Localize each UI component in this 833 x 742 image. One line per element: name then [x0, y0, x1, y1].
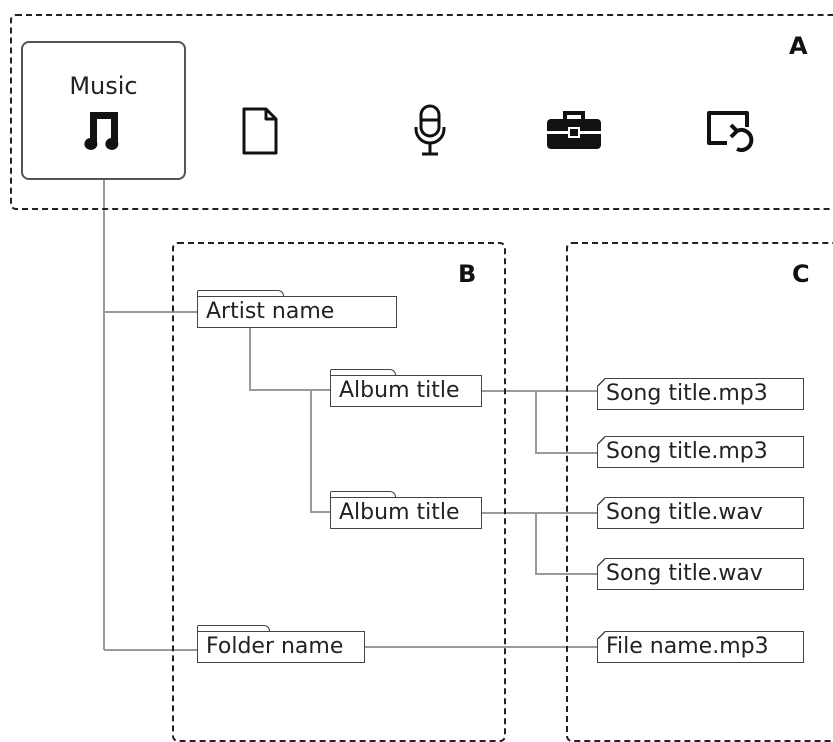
file-song-3[interactable]: Song title.wav: [596, 496, 804, 529]
file-corner-icon: [596, 435, 605, 444]
folder-tab: [329, 369, 396, 375]
file-corner-icon: [596, 557, 605, 566]
folder-album-title-2-label: Album title: [339, 500, 460, 525]
file-corner-icon: [596, 377, 605, 386]
toolbox-icon: [544, 109, 604, 153]
folder-artist-name[interactable]: Artist name: [196, 290, 397, 328]
folder-folder-name[interactable]: Folder name: [196, 625, 365, 663]
tab-music[interactable]: Music: [21, 41, 186, 180]
file-folder-file[interactable]: File name.mp3: [596, 630, 804, 663]
folder-album-title-1-label: Album title: [339, 378, 460, 403]
folder-album-title-1[interactable]: Album title: [329, 369, 482, 407]
tab-toolbox[interactable]: [542, 101, 606, 161]
folder-tab: [196, 290, 284, 296]
file-icon: [238, 105, 282, 157]
file-song-2[interactable]: Song title.mp3: [596, 435, 804, 468]
tab-microphone[interactable]: [400, 101, 460, 161]
region-a: [10, 14, 833, 210]
file-song-3-label: Song title.wav: [606, 500, 763, 525]
region-c: [566, 242, 833, 742]
file-song-1[interactable]: Song title.mp3: [596, 377, 804, 410]
region-a-label: A: [789, 32, 808, 60]
folder-tab: [329, 491, 396, 497]
file-song-4[interactable]: Song title.wav: [596, 557, 804, 590]
tab-return[interactable]: [700, 101, 764, 161]
music-note-icon: [80, 106, 128, 154]
file-song-4-label: Song title.wav: [606, 561, 763, 586]
region-c-label: C: [792, 260, 810, 288]
folder-album-title-2[interactable]: Album title: [329, 491, 482, 529]
folder-artist-name-label: Artist name: [206, 299, 335, 324]
microphone-icon: [412, 103, 448, 159]
region-b-label: B: [458, 260, 477, 288]
tab-file[interactable]: [230, 101, 290, 161]
tab-music-label: Music: [69, 71, 138, 100]
return-icon: [703, 107, 761, 155]
file-corner-icon: [596, 496, 605, 505]
music-folder-diagram: A B C Music: [10, 14, 833, 742]
file-song-2-label: Song title.mp3: [606, 439, 768, 464]
file-folder-file-label: File name.mp3: [606, 634, 769, 659]
folder-tab: [196, 625, 270, 631]
file-corner-icon: [596, 630, 605, 639]
file-song-1-label: Song title.mp3: [606, 381, 768, 406]
folder-folder-name-label: Folder name: [206, 634, 344, 659]
